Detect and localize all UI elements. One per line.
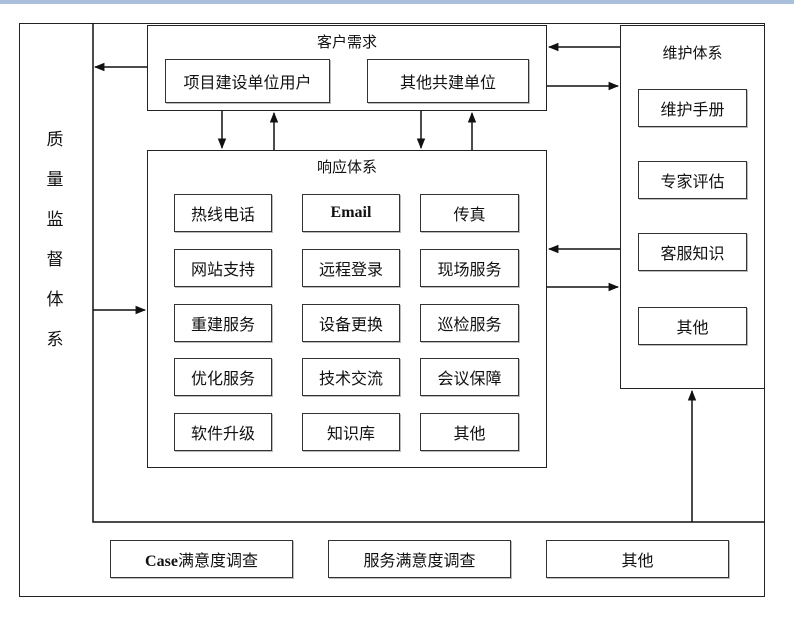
maintenance-item: 其他: [638, 307, 747, 345]
survey-item-case: Case满意度调查: [110, 540, 293, 578]
survey-item-case-label: Case满意度调查: [145, 551, 258, 570]
response-item: 远程登录: [302, 249, 400, 287]
response-item: 重建服务: [174, 304, 272, 342]
response-item: 会议保障: [420, 358, 519, 396]
quality-inner-boundary: [92, 23, 765, 523]
response-item: 热线电话: [174, 194, 272, 232]
customer-item-project-user: 项目建设单位用户: [165, 59, 330, 103]
response-item: 技术交流: [302, 358, 400, 396]
survey-item-other: 其他: [546, 540, 729, 578]
response-item: 现场服务: [420, 249, 519, 287]
response-item: 知识库: [302, 413, 400, 451]
maintenance-system-title: 维护体系: [662, 44, 723, 62]
survey-item-service: 服务满意度调查: [328, 540, 511, 578]
top-accent-bar: [0, 0, 794, 4]
customer-item-other-units: 其他共建单位: [367, 59, 529, 103]
response-system-title: 响应体系: [316, 158, 377, 176]
maintenance-item: 客服知识: [638, 233, 747, 271]
response-item: 巡检服务: [420, 304, 519, 342]
response-item: 软件升级: [174, 413, 272, 451]
response-item: 优化服务: [174, 358, 272, 396]
response-item: 设备更换: [302, 304, 400, 342]
maintenance-item: 专家评估: [638, 161, 747, 199]
response-item: 网站支持: [174, 249, 272, 287]
customer-needs-title: 客户需求: [316, 33, 377, 51]
response-item: 传真: [420, 194, 519, 232]
quality-system-title: 质量监督体系: [46, 130, 64, 350]
response-item: 其他: [420, 413, 519, 451]
response-item: Email: [302, 194, 400, 232]
maintenance-item: 维护手册: [638, 89, 747, 127]
